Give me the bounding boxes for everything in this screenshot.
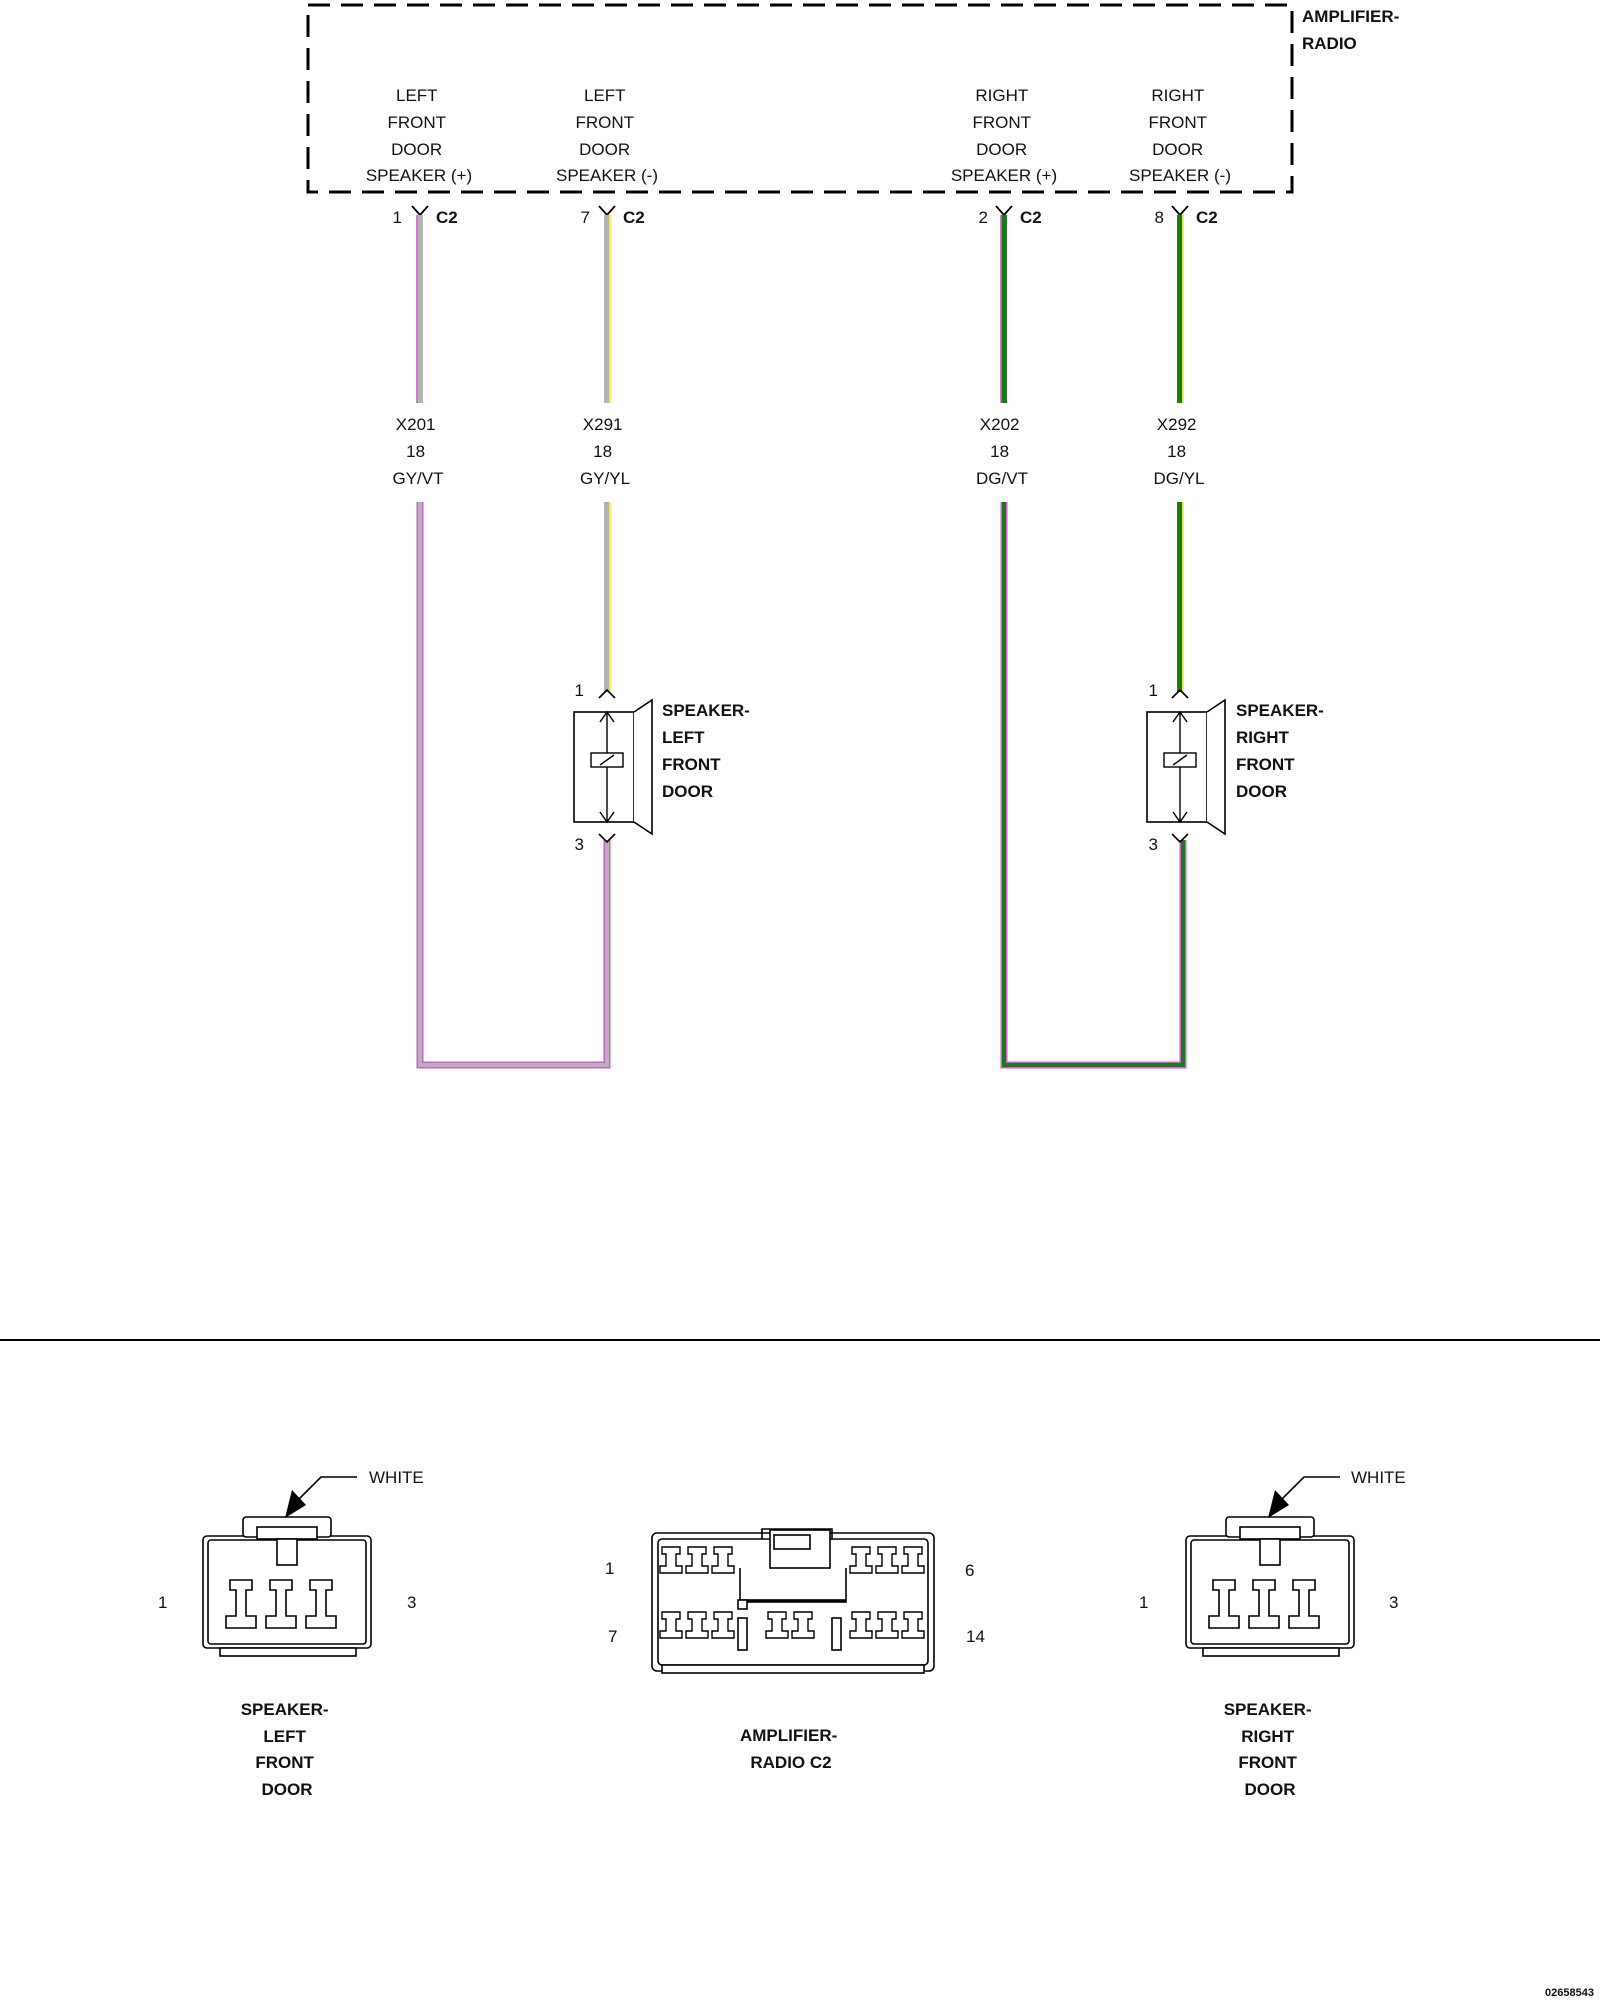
amplifier-radio-c2-pin-6: 6 bbox=[965, 1561, 974, 1580]
amplifier-radio-c2-cavities bbox=[659, 1546, 925, 1639]
svg-text:3: 3 bbox=[575, 835, 584, 854]
svg-text:8: 8 bbox=[1155, 208, 1164, 227]
amplifier-radio-title: AMPLIFIER- RADIO bbox=[1302, 7, 1404, 53]
speaker-left-white-pointer: WHITE bbox=[285, 1468, 424, 1518]
svg-text:3: 3 bbox=[1149, 835, 1158, 854]
c2-terminal-cavity bbox=[875, 1546, 899, 1574]
wire-x291 bbox=[604, 215, 611, 692]
speaker-left-front-door-symbol: 1 3 bbox=[573, 681, 653, 854]
wire-label-x202: X202 18 DG/VT bbox=[976, 415, 1028, 488]
speaker-right-connector-pin-left: 1 bbox=[1139, 1593, 1148, 1612]
c2-terminal-cavity bbox=[711, 1611, 735, 1639]
amplifier-radio-module-box bbox=[306, 3, 1294, 194]
figure-id: 02658543 bbox=[1545, 1987, 1594, 1999]
svg-text:C2: C2 bbox=[1020, 208, 1042, 227]
wire-label-x201: X201 18 GY/VT bbox=[392, 415, 443, 488]
c2-terminal-cavity bbox=[711, 1546, 735, 1574]
c2-terminal-cavity bbox=[901, 1546, 925, 1574]
c2-terminal-cavity bbox=[765, 1611, 789, 1639]
speaker-left-connector-view bbox=[202, 1516, 372, 1657]
amplifier-radio-c2-pin-14: 14 bbox=[966, 1627, 985, 1646]
speaker-left-connector-pin-left: 1 bbox=[158, 1593, 167, 1612]
speaker-left-front-door-title: SPEAKER- LEFT FRONT DOOR bbox=[662, 701, 755, 801]
pin-7-terminal: 7 C2 bbox=[581, 205, 645, 227]
speaker-right-connector-view bbox=[1185, 1516, 1355, 1657]
c2-terminal-cavity bbox=[901, 1611, 925, 1639]
svg-text:WHITE: WHITE bbox=[369, 1468, 424, 1487]
speaker-left-connector-title: SPEAKER- LEFT FRONT DOOR bbox=[241, 1700, 334, 1799]
wire-x201 bbox=[416, 215, 611, 1069]
speaker-right-connector-title: SPEAKER- RIGHT FRONT DOOR bbox=[1224, 1700, 1317, 1799]
svg-text:1: 1 bbox=[393, 208, 402, 227]
amplifier-radio-c2-pin-7: 7 bbox=[608, 1627, 617, 1646]
c2-terminal-cavity bbox=[849, 1611, 873, 1639]
speaker-right-front-door-symbol: 1 3 bbox=[1146, 681, 1226, 854]
pin-2-terminal: 2 C2 bbox=[979, 205, 1042, 227]
pin-label-right-minus: RIGHT FRONT DOOR SPEAKER (-) bbox=[1129, 86, 1231, 185]
c2-terminal-cavity bbox=[875, 1611, 899, 1639]
wire-x292 bbox=[1177, 215, 1184, 692]
svg-text:C2: C2 bbox=[1196, 208, 1218, 227]
amplifier-radio-c2-pin-1: 1 bbox=[605, 1559, 614, 1578]
pin-1-terminal: 1 C2 bbox=[393, 205, 458, 227]
svg-text:2: 2 bbox=[979, 208, 988, 227]
svg-text:C2: C2 bbox=[436, 208, 458, 227]
wire-label-x291: X291 18 GY/YL bbox=[580, 415, 630, 488]
c2-terminal-cavity bbox=[659, 1546, 683, 1574]
wire-x202 bbox=[1000, 215, 1187, 1069]
speaker-right-connector-pin-right: 3 bbox=[1389, 1593, 1398, 1612]
c2-terminal-cavity bbox=[659, 1611, 683, 1639]
c2-terminal-cavity bbox=[685, 1611, 709, 1639]
c2-terminal-cavity bbox=[685, 1546, 709, 1574]
svg-text:7: 7 bbox=[581, 208, 590, 227]
pin-label-left-plus: LEFT FRONT DOOR SPEAKER (+) bbox=[366, 86, 472, 185]
wire-label-x292: X292 18 DG/YL bbox=[1153, 415, 1204, 488]
svg-text:WHITE: WHITE bbox=[1351, 1468, 1406, 1487]
speaker-left-connector-pin-right: 3 bbox=[407, 1593, 416, 1612]
speaker-right-front-door-title: SPEAKER- RIGHT FRONT DOOR bbox=[1236, 701, 1329, 801]
pin-label-right-plus: RIGHT FRONT DOOR SPEAKER (+) bbox=[951, 86, 1057, 185]
svg-text:C2: C2 bbox=[623, 208, 645, 227]
svg-text:1: 1 bbox=[1149, 681, 1158, 700]
amplifier-radio-c2-title: AMPLIFIER- RADIO C2 bbox=[740, 1726, 842, 1772]
c2-terminal-cavity bbox=[791, 1611, 815, 1639]
pin-label-left-minus: LEFT FRONT DOOR SPEAKER (-) bbox=[556, 86, 658, 185]
pin-8-terminal: 8 C2 bbox=[1155, 205, 1218, 227]
speaker-right-white-pointer: WHITE bbox=[1268, 1468, 1406, 1518]
svg-text:1: 1 bbox=[575, 681, 584, 700]
c2-terminal-cavity bbox=[849, 1546, 873, 1574]
